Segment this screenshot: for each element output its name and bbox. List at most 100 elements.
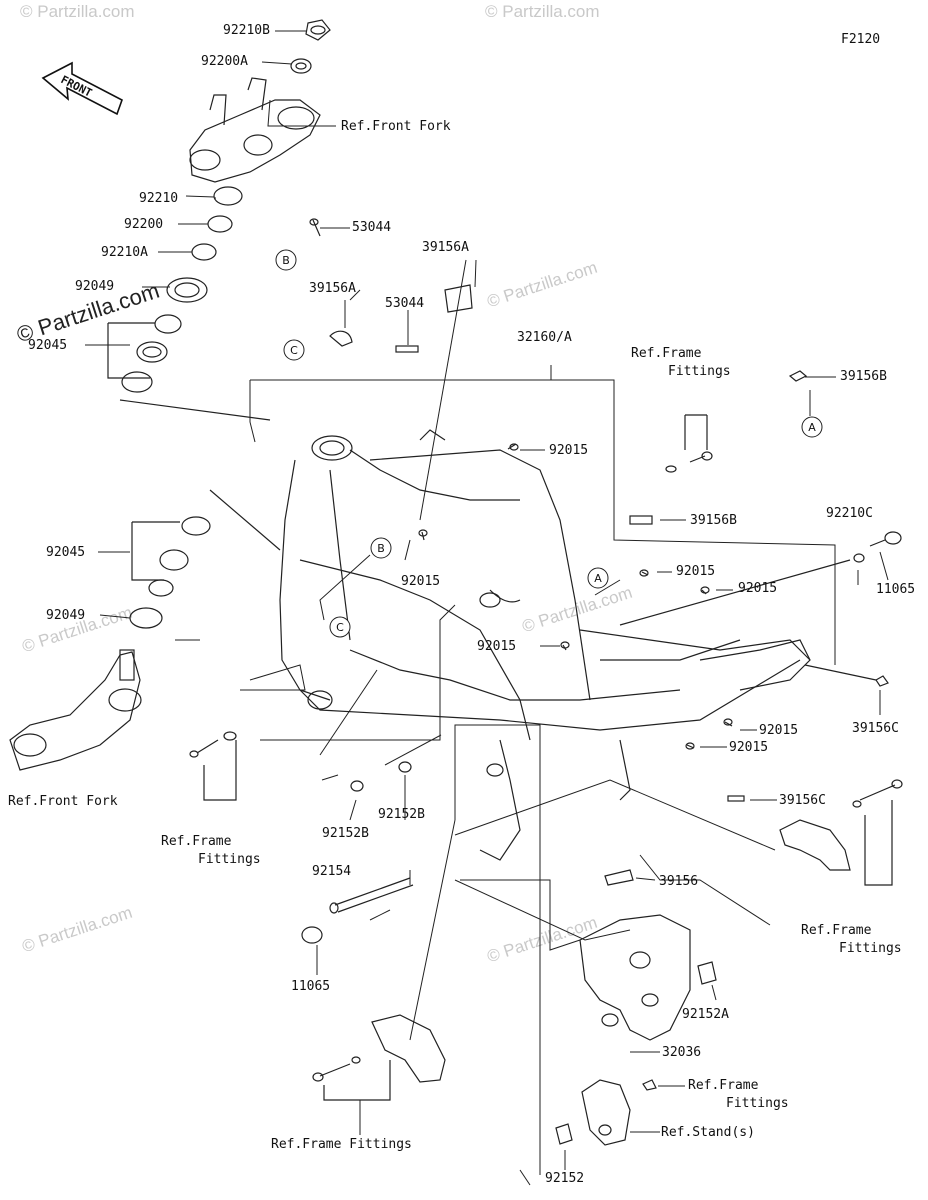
part-label-92015-g: 92015 bbox=[729, 740, 769, 755]
spacer-92152b-b-icon bbox=[350, 780, 364, 792]
clip-39156c-b-icon bbox=[727, 795, 745, 802]
spacer-92152a-icon bbox=[697, 961, 717, 985]
race-icon bbox=[181, 516, 211, 536]
part-label-39156c: 39156C bbox=[852, 721, 899, 736]
part-label-11065: 11065 bbox=[291, 979, 331, 994]
bolt-icon bbox=[665, 451, 713, 473]
clip-39156a-icon bbox=[444, 284, 473, 313]
part-label-32160a: 32160/A bbox=[517, 330, 572, 345]
part-label-92015-c: 92015 bbox=[676, 564, 716, 579]
svg-text:B: B bbox=[377, 542, 385, 555]
part-label-92045: 92045 bbox=[46, 545, 86, 560]
watermark: © Partzilla.com bbox=[485, 2, 600, 21]
part-label-92210c: 92210C bbox=[826, 506, 873, 521]
race-icon bbox=[154, 314, 182, 334]
part-label-92210b: 92210B bbox=[223, 23, 270, 38]
front-arrow-icon bbox=[41, 61, 123, 116]
ref-frame-fittings-4a: Ref.Frame bbox=[688, 1078, 759, 1093]
ref-frame-fittings-3b: Fittings bbox=[839, 941, 902, 956]
clip-39156a-b-icon bbox=[329, 330, 353, 347]
part-label-92015-e: 92015 bbox=[477, 639, 517, 654]
washer-92200a-icon bbox=[290, 58, 312, 74]
ref-frame-fittings-5: Ref.Frame Fittings bbox=[271, 1137, 412, 1152]
part-label-53044-b: 53044 bbox=[385, 296, 425, 311]
ref-front-fork-bottom: Ref.Front Fork bbox=[8, 794, 118, 809]
part-label-92154: 92154 bbox=[312, 864, 352, 879]
nut-92210-icon bbox=[213, 186, 243, 206]
pin-53044-icon bbox=[309, 218, 321, 237]
part-label-92210: 92210 bbox=[139, 191, 179, 206]
clip-39156b-icon bbox=[629, 515, 653, 525]
callout-c-frame-icon: C bbox=[329, 616, 351, 638]
diagram-code: F2120 bbox=[841, 32, 881, 47]
part-label-92200: 92200 bbox=[124, 217, 164, 232]
svg-text:C: C bbox=[336, 621, 344, 634]
spacer-92152-icon bbox=[555, 1123, 573, 1145]
race-icon bbox=[148, 579, 174, 597]
callout-c-icon: C bbox=[283, 339, 305, 361]
part-label-39156b-top: 39156B bbox=[840, 369, 887, 384]
bolt-icon bbox=[189, 731, 237, 758]
engine-bracket-32036-icon bbox=[579, 914, 691, 1041]
svg-text:C: C bbox=[290, 344, 298, 357]
leader-lines bbox=[85, 30, 889, 1186]
part-label-92152: 92152 bbox=[545, 1171, 585, 1186]
part-label-39156a-b: 39156A bbox=[309, 281, 356, 296]
nut-icon bbox=[642, 1079, 657, 1091]
ref-front-fork-top: Ref.Front Fork bbox=[341, 119, 451, 134]
svg-text:A: A bbox=[594, 572, 602, 585]
bolt-icon bbox=[418, 443, 733, 750]
part-label-92049-top: 92049 bbox=[75, 279, 115, 294]
part-label-92049: 92049 bbox=[46, 608, 86, 623]
svg-text:B: B bbox=[282, 254, 290, 267]
part-label-92015-d: 92015 bbox=[738, 581, 778, 596]
washer-92200-icon bbox=[207, 215, 233, 233]
part-label-92015-a: 92015 bbox=[549, 443, 589, 458]
cap-11065-icon bbox=[301, 926, 323, 944]
stand-bracket-icon bbox=[581, 1079, 631, 1146]
svg-text:A: A bbox=[808, 421, 816, 434]
bracket-left-icon bbox=[312, 1014, 446, 1083]
pin-53044-b-icon bbox=[395, 345, 419, 353]
part-label-32036: 32036 bbox=[662, 1045, 702, 1060]
lower-triple-clamp-icon bbox=[9, 649, 142, 771]
part-label-92210a: 92210A bbox=[101, 245, 148, 260]
part-label-92152a: 92152A bbox=[682, 1007, 729, 1022]
ref-stands: Ref.Stand(s) bbox=[661, 1125, 755, 1140]
part-label-92152b-a: 92152B bbox=[378, 807, 425, 822]
ref-frame-fittings-2b: Fittings bbox=[198, 852, 261, 867]
part-label-39156b: 39156B bbox=[690, 513, 737, 528]
ref-frame-fittings-2a: Ref.Frame bbox=[161, 834, 232, 849]
seal-92049-icon bbox=[166, 277, 208, 303]
callout-b-icon: B bbox=[275, 249, 297, 271]
seal-92049-b-icon bbox=[129, 607, 163, 629]
callout-a-frame-icon: A bbox=[587, 567, 609, 589]
bracket-right-icon bbox=[779, 779, 903, 871]
clip-39156b-top-icon bbox=[788, 370, 808, 382]
clip-39156-icon bbox=[604, 869, 634, 886]
part-label-92152b-b: 92152B bbox=[322, 826, 369, 841]
spacer-92152b-icon bbox=[398, 761, 412, 773]
bolt-11065-right-icon bbox=[869, 531, 902, 547]
part-label-53044: 53044 bbox=[352, 220, 392, 235]
part-label-11065-right: 11065 bbox=[876, 582, 916, 597]
clip-39156c-icon bbox=[875, 675, 889, 687]
bearing-icon bbox=[136, 341, 168, 363]
nut-92210a-icon bbox=[191, 243, 217, 261]
bearing-icon bbox=[159, 549, 189, 571]
part-label-39156a: 39156A bbox=[422, 240, 469, 255]
ref-frame-fittings-3a: Ref.Frame bbox=[801, 923, 872, 938]
part-label-92045-top: 92045 bbox=[28, 338, 68, 353]
part-label-92015-f: 92015 bbox=[759, 723, 799, 738]
upper-triple-clamp-icon bbox=[189, 77, 321, 183]
main-frame-icon bbox=[279, 429, 811, 861]
ref-frame-fittings-1a: Ref.Frame bbox=[631, 346, 702, 361]
part-label-92015-b: 92015 bbox=[401, 574, 441, 589]
race-icon bbox=[121, 371, 153, 393]
nut-92210b-icon bbox=[305, 19, 331, 41]
callout-b-frame-icon: B bbox=[370, 537, 392, 559]
nut-92210c-icon bbox=[853, 553, 865, 563]
axle-92154-icon bbox=[329, 877, 414, 914]
